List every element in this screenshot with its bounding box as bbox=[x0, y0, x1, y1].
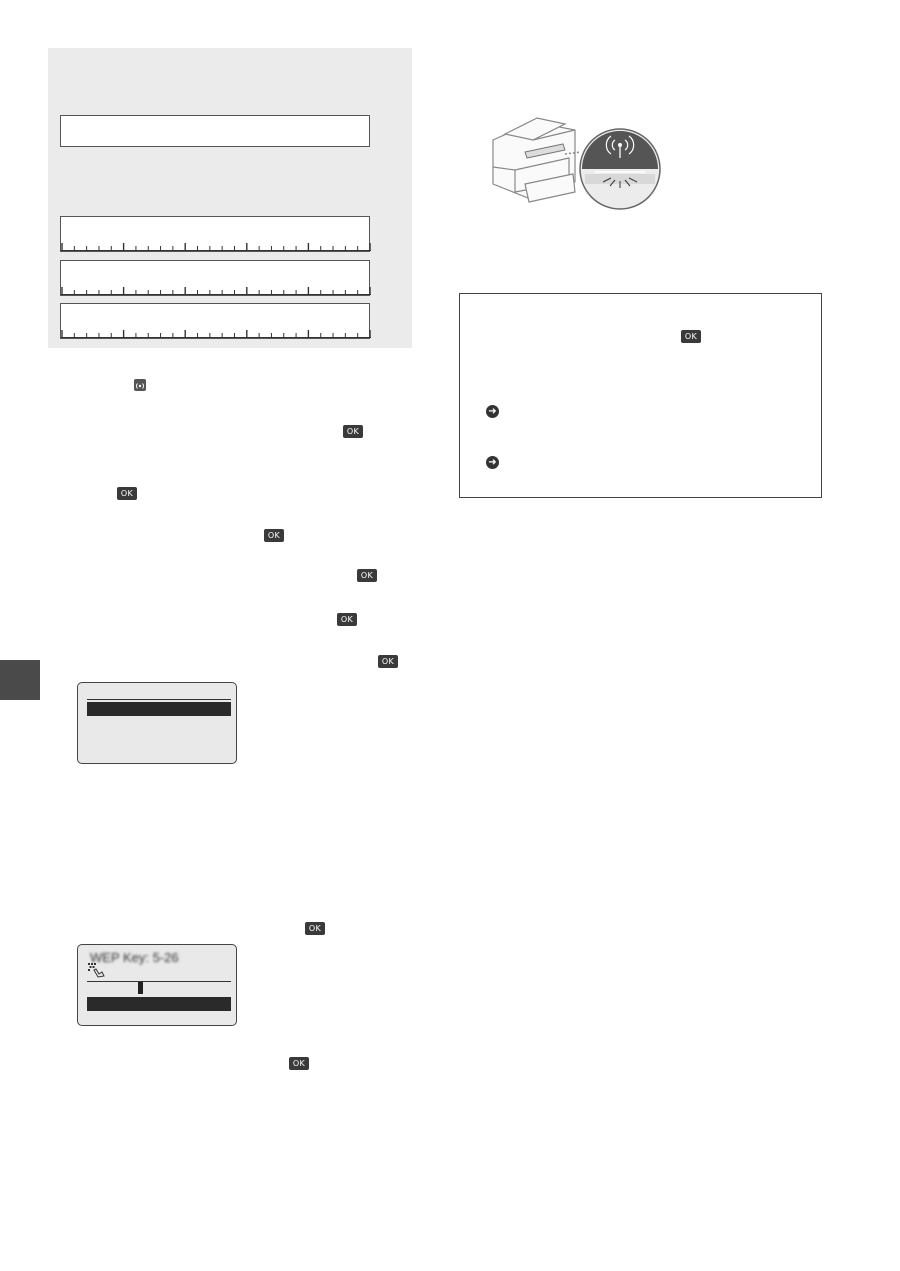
ok-button-icon: OK bbox=[337, 613, 357, 626]
ok-button-icon: OK bbox=[264, 529, 284, 542]
key-entry-field-2 bbox=[60, 260, 371, 296]
character-ruler bbox=[61, 330, 371, 338]
key-entry-field-1 bbox=[60, 216, 371, 252]
input-hand-icon bbox=[88, 963, 105, 978]
lcd-divider bbox=[87, 981, 231, 982]
printer-illustration bbox=[492, 117, 661, 210]
lcd-selection-bar bbox=[87, 702, 231, 716]
ok-button-icon: OK bbox=[305, 922, 325, 935]
character-ruler bbox=[61, 287, 371, 295]
wireless-lamp-icon bbox=[579, 128, 661, 210]
ok-button-icon: OK bbox=[289, 1057, 309, 1070]
ok-button-icon: OK bbox=[378, 655, 398, 668]
wifi-button-icon bbox=[134, 379, 146, 391]
lcd-entry-bar bbox=[87, 997, 231, 1011]
ok-button-icon: OK bbox=[343, 425, 363, 438]
ok-button-icon: OK bbox=[681, 330, 701, 343]
lcd-screen-key-entry: WEP Key: 5-26 bbox=[77, 944, 237, 1026]
arrow-right-icon: ➜ bbox=[486, 405, 499, 418]
key-entry-field-3 bbox=[60, 303, 371, 339]
character-ruler bbox=[61, 243, 371, 251]
lcd-cursor bbox=[138, 982, 143, 994]
info-box: ➜ ➜ bbox=[459, 293, 822, 498]
arrow-right-icon: ➜ bbox=[486, 456, 499, 469]
network-name-field bbox=[60, 115, 370, 147]
lcd-divider bbox=[87, 699, 231, 700]
lcd-title: WEP Key: 5-26 bbox=[90, 950, 179, 965]
chapter-tab bbox=[0, 660, 40, 700]
lcd-screen-menu bbox=[77, 682, 237, 764]
ok-button-icon: OK bbox=[357, 569, 377, 582]
setting-notes-panel bbox=[48, 48, 412, 348]
ok-button-icon: OK bbox=[117, 487, 137, 500]
